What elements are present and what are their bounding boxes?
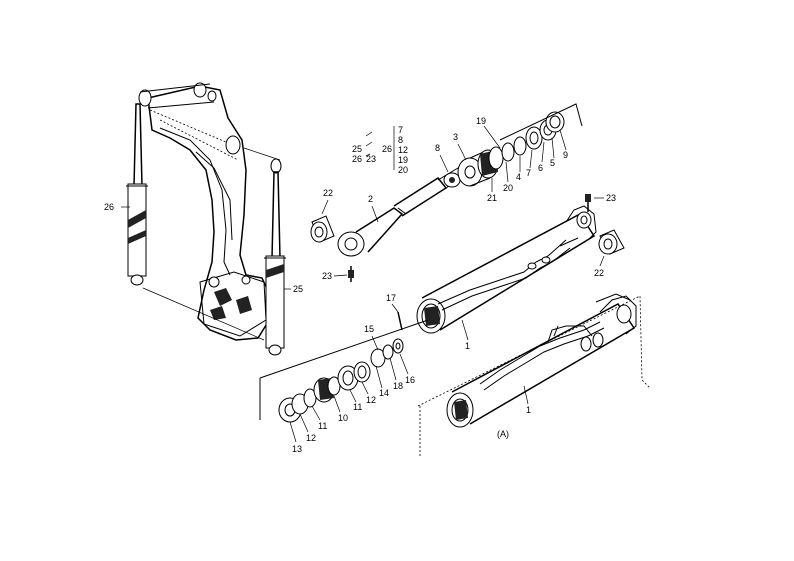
- label-26: 26: [104, 202, 114, 212]
- label-12b: 12: [306, 433, 316, 443]
- gland-seal-stack: [259, 319, 429, 423]
- kit-7: 7: [398, 125, 403, 135]
- label-variant-a: (A): [497, 429, 509, 439]
- kit-23: 23: [366, 154, 376, 164]
- label-11a: 11: [353, 402, 362, 412]
- label-1b: 1: [526, 405, 531, 415]
- piston-rod-2: [337, 167, 465, 257]
- label-5: 5: [550, 158, 555, 168]
- label-6: 6: [538, 163, 543, 173]
- label-23b: 23: [606, 193, 616, 203]
- label-3: 3: [453, 132, 458, 142]
- bushing-22-right: [598, 229, 625, 255]
- label-4: 4: [516, 172, 521, 182]
- kit-25: 25: [352, 144, 362, 154]
- cylinder-tube-1-upper: [416, 205, 597, 334]
- label-16: 16: [405, 375, 415, 385]
- cylinder-tube-1-variant-a: [417, 293, 651, 458]
- label-17: 17: [386, 293, 396, 303]
- label-1a: 1: [465, 341, 470, 351]
- label-18: 18: [393, 381, 403, 391]
- piston-assembly: [457, 111, 565, 187]
- label-10: 10: [338, 413, 348, 423]
- seal-kit-table: 25 26 23 26 7 8 12 19 20: [352, 125, 408, 175]
- kit-20: 20: [398, 165, 408, 175]
- label-8: 8: [435, 143, 440, 153]
- label-22b: 22: [594, 268, 604, 278]
- label-19: 19: [476, 116, 486, 126]
- label-15: 15: [364, 324, 374, 334]
- kit-26b: 26: [382, 144, 392, 154]
- label-12a: 12: [366, 395, 376, 405]
- bushing-22-left: [310, 215, 335, 243]
- kit-19: 19: [398, 155, 408, 165]
- kit-12: 12: [398, 145, 408, 155]
- label-23a: 23: [322, 271, 332, 281]
- label-13: 13: [292, 444, 302, 454]
- label-7: 7: [526, 168, 531, 178]
- label-9: 9: [563, 150, 568, 160]
- label-11b: 11: [318, 421, 327, 431]
- label-20: 20: [503, 183, 513, 193]
- kit-8: 8: [398, 135, 403, 145]
- boom-assembly: [126, 82, 286, 356]
- kit-26: 26: [352, 154, 362, 164]
- label-14: 14: [379, 388, 389, 398]
- label-25: 25: [293, 284, 303, 294]
- label-2: 2: [368, 194, 373, 204]
- label-22a: 22: [323, 188, 333, 198]
- label-21: 21: [487, 193, 497, 203]
